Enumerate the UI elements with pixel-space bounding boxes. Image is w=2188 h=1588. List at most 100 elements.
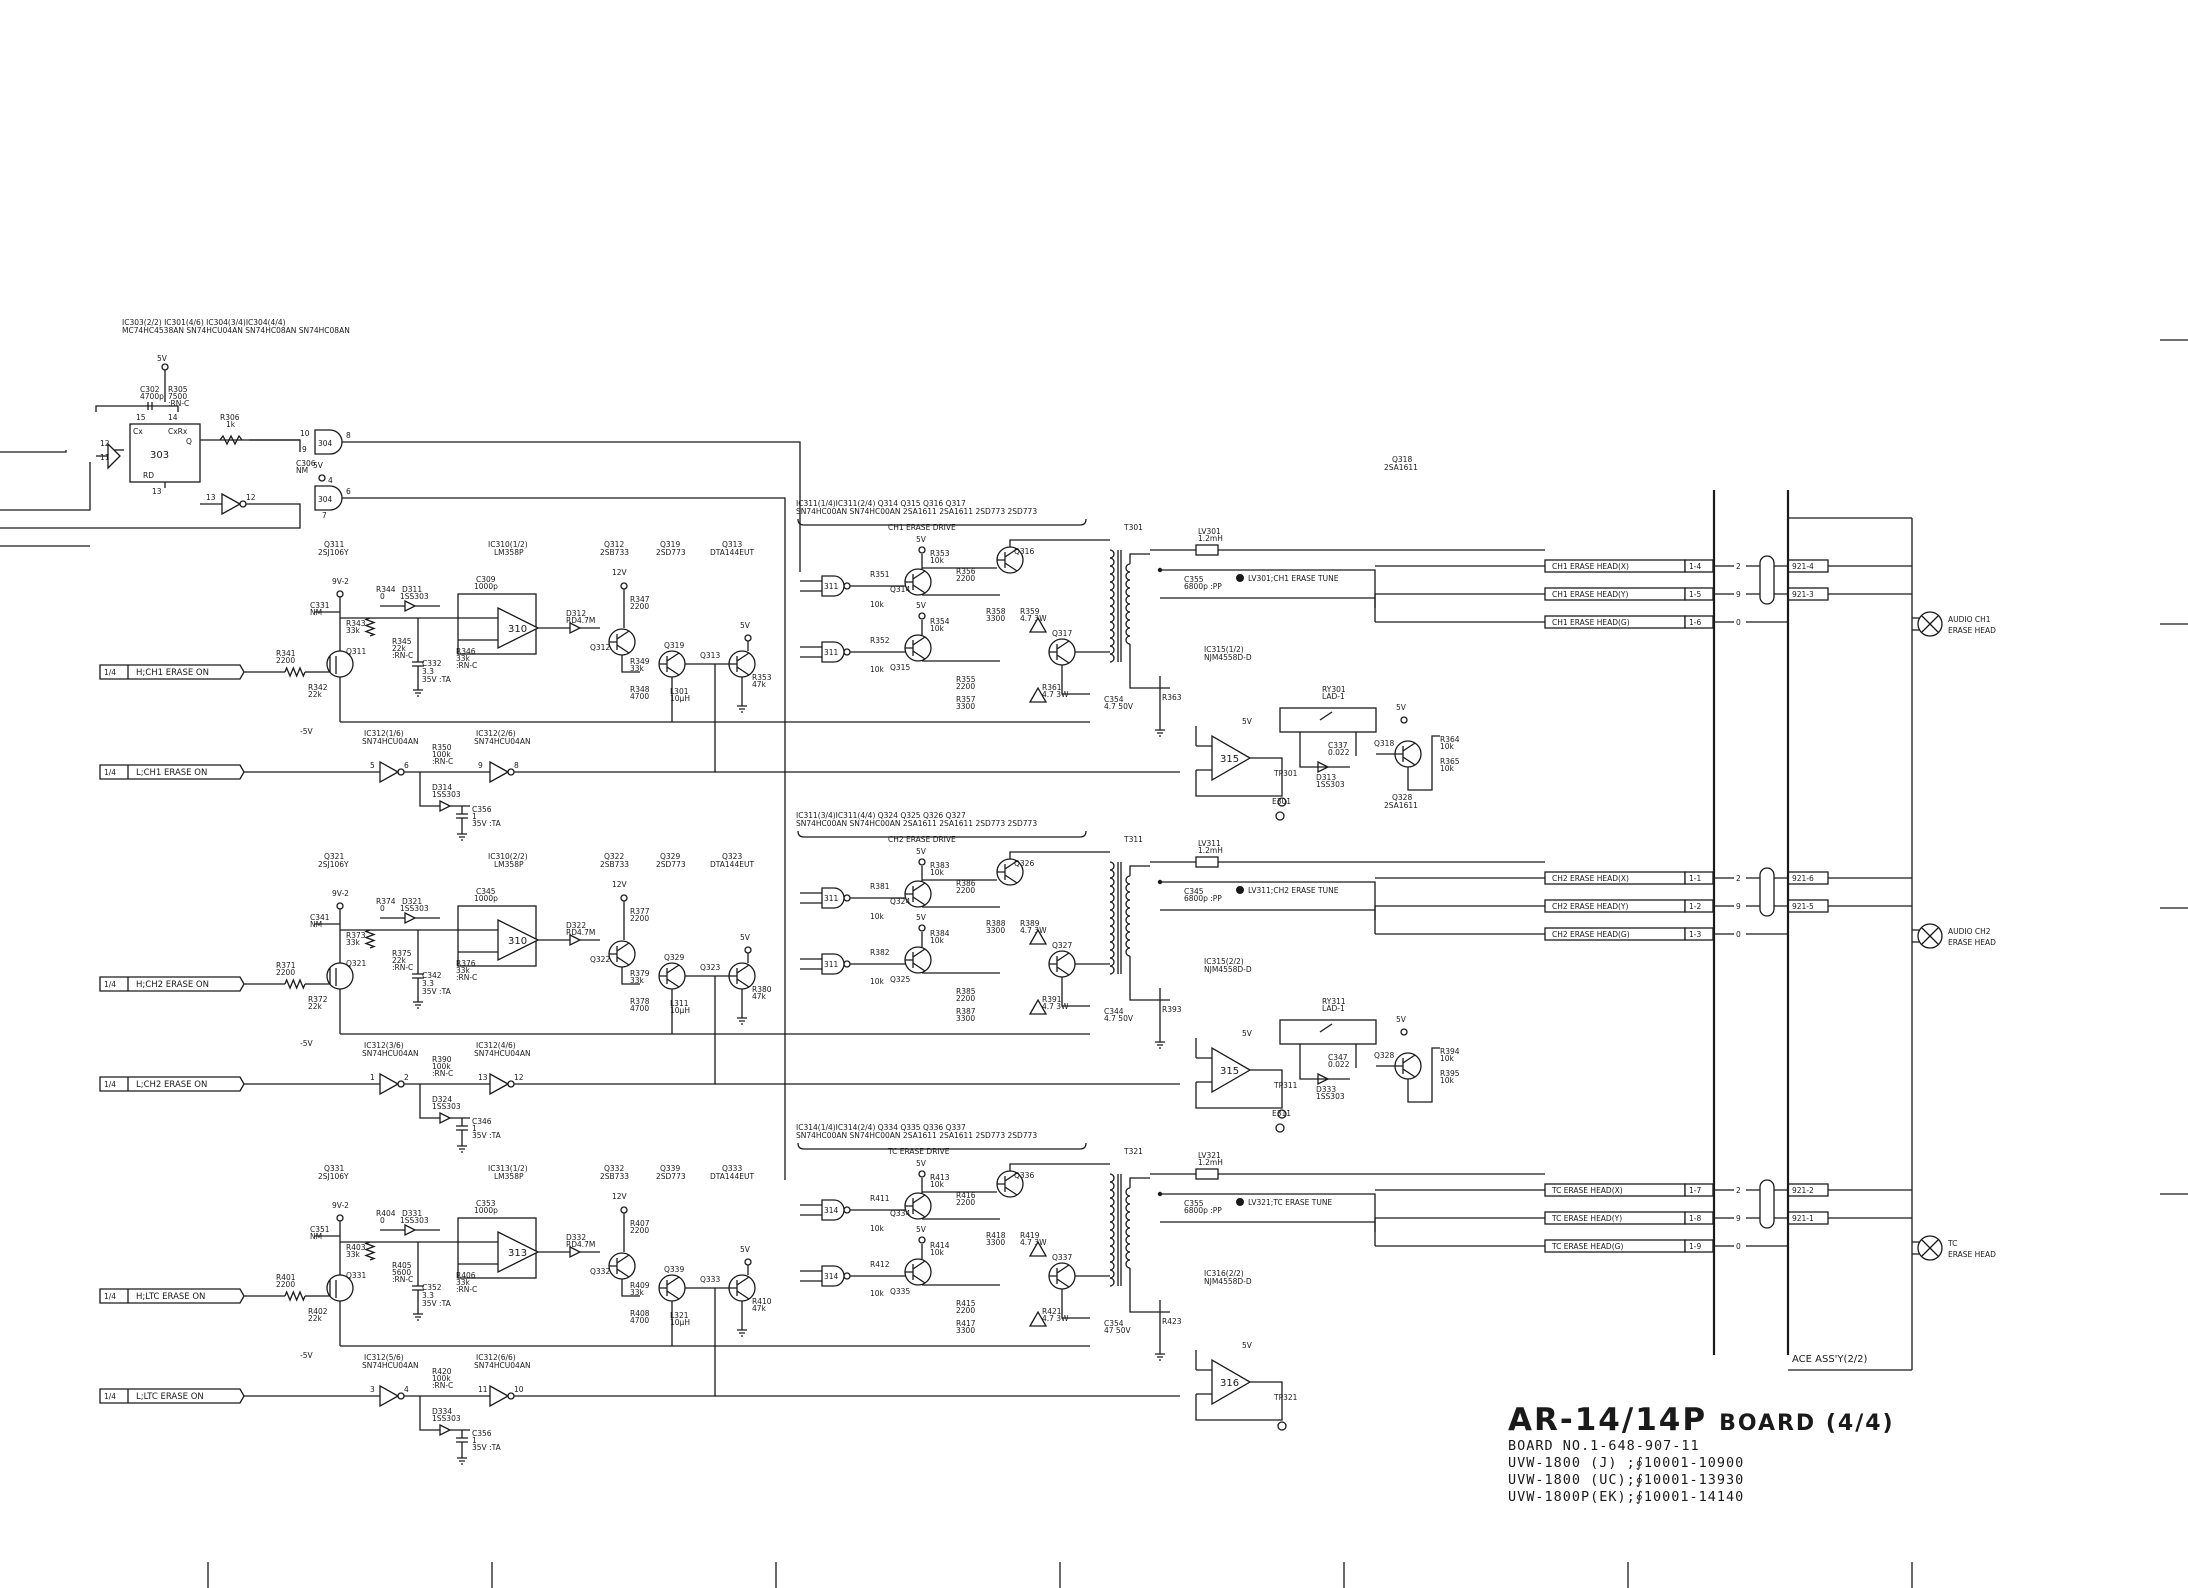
r-dr4-val: 10k	[930, 624, 945, 633]
ic-det-label: 315	[1220, 1066, 1239, 1077]
c-lv-ref: C355	[1184, 1199, 1204, 1208]
c-in-ref: C341	[310, 913, 330, 922]
input-label-h: H;CH1 ERASE ON	[136, 668, 209, 678]
cx-pin: Cx	[133, 427, 143, 436]
supply-5v-det: 5V	[1242, 1029, 1253, 1038]
c-rl-val: 0.022	[1328, 1060, 1350, 1069]
q-in-type: 2SJ106Y	[318, 860, 349, 869]
inverter-2	[489, 1072, 510, 1096]
output-num-2: 0	[1736, 930, 1741, 939]
r-dr2-ref: R382	[870, 948, 890, 957]
model-line-ek: UVW-1800P(EK);∮10001-14140	[1508, 1489, 1745, 1505]
r-fb-ref: R406	[456, 1271, 476, 1280]
supply-5v-dr-1: 5V	[916, 535, 927, 544]
r-f-val: 4700	[630, 1316, 649, 1325]
ic-header-row1: IC303(2/2) IC301(4/6) IC304(3/4)IC304(4/…	[122, 318, 286, 327]
r-fb-ref: R346	[456, 647, 476, 656]
r-dr10-ref: R391	[1042, 995, 1062, 1004]
ic-det-header: IC315(1/2)	[1204, 645, 1244, 654]
r-dr8-val: 3300	[956, 702, 975, 711]
d-a-ref: D331	[402, 1209, 422, 1218]
r-inv-ref: R420	[432, 1367, 452, 1376]
r-sw1-val: 10k	[1440, 1054, 1455, 1063]
c-inv-ref: C356	[472, 1429, 492, 1438]
output-label-2: CH1 ERASE HEAD(G)	[1552, 618, 1630, 627]
assembly-label: ACE ASS'Y(2/2)	[1792, 1354, 1868, 1365]
c-b-type: 35V :TA	[422, 675, 452, 684]
zener-b	[569, 621, 582, 635]
pin12: 12	[100, 439, 110, 448]
d-inv-ref: D324	[432, 1095, 452, 1104]
input-label-l: L;LTC ERASE ON	[136, 1392, 204, 1402]
inv1-type: SN74HCU04AN	[362, 1049, 419, 1058]
r-c-type: :RN-C	[392, 1275, 413, 1284]
drive-header-2: SN74HC00AN SN74HC00AN 2SA1611 2SA1611 2S…	[796, 819, 1037, 828]
output-num-1: 9	[1736, 590, 1741, 599]
q-in-symbol-label: Q321	[346, 959, 366, 968]
c-rl-ref: C337	[1328, 741, 1348, 750]
page-ref-l: 1/4	[104, 1080, 116, 1089]
supply-vm5: -5V	[300, 1351, 313, 1360]
ic-det-type: NJM4558D-D	[1204, 653, 1252, 662]
supply-9v: 9V-2	[332, 889, 349, 898]
qb-type: 2SD773	[656, 860, 686, 869]
q-in-symbol-label: Q311	[346, 647, 366, 656]
q-dr1-label: Q314	[890, 585, 910, 594]
inverter-2	[489, 760, 510, 784]
qa-symbol-label: Q312	[590, 643, 610, 652]
output-num-2: 0	[1736, 1242, 1741, 1251]
relay-box	[1279, 707, 1377, 733]
e-point-label: E301	[1272, 797, 1291, 806]
drive-header-2: SN74HC00AN SN74HC00AN 2SA1611 2SA1611 2S…	[796, 507, 1037, 516]
output-num-0: 2	[1736, 874, 1741, 883]
r-d-val: 2200	[630, 602, 649, 611]
inv1-header: IC312(1/6)	[364, 729, 404, 738]
page-ref-l: 1/4	[104, 768, 116, 777]
c-lv-ref: C345	[1184, 887, 1204, 896]
r-a-val: 33k	[346, 1250, 361, 1259]
r-dr4-val: 10k	[930, 936, 945, 945]
r-dr6-ref: R418	[986, 1231, 1006, 1240]
r-a-ref: R343	[346, 619, 366, 628]
r-a-ref: R373	[346, 931, 366, 940]
drive-header-1: IC311(3/4)IC311(4/4) Q324 Q325 Q326 Q327	[796, 811, 966, 820]
output-conn-0: 921-2	[1792, 1186, 1814, 1195]
r-e-ref: R409	[630, 1281, 650, 1290]
board-title-main: AR-14/14P	[1508, 1402, 1708, 1438]
warning-icon	[1028, 686, 1048, 703]
r-dr8-val: 3300	[956, 1326, 975, 1335]
head-label-2: ERASE HEAD	[1948, 626, 1996, 635]
tp-label: TP301	[1273, 769, 1298, 778]
c-inv-val: 1	[472, 812, 477, 821]
r-dr4-ref: R414	[930, 1241, 950, 1250]
d-a-val: 1SS303	[400, 904, 429, 913]
pin6: 6	[346, 487, 351, 496]
c-b-val: 3.3	[422, 1291, 434, 1300]
c-dr-val: 4.7 50V	[1104, 1014, 1134, 1023]
qc-type: DTA144EUT	[710, 860, 754, 869]
r-dr7-ref: R415	[956, 1299, 976, 1308]
d-b-val: RD4.7M	[566, 616, 595, 625]
q-dr3-label: Q326	[1014, 859, 1034, 868]
input-label-l: L;CH1 ERASE ON	[136, 768, 207, 778]
qa-ref: Q312	[604, 540, 624, 549]
inv2-pin-out: 12	[514, 1073, 524, 1082]
r-dr3-ref: R353	[930, 549, 950, 558]
r-f-ref: R408	[630, 1309, 650, 1318]
r-dr4-ref: R384	[930, 929, 950, 938]
d-b-ref: D322	[566, 921, 586, 930]
and-gate-304a	[314, 429, 343, 455]
opamp-type: LM358P	[494, 1172, 524, 1181]
inverter-1	[379, 1384, 400, 1408]
d-inv-val: 1SS303	[432, 790, 461, 799]
supply-5v-det: 5V	[1242, 1341, 1253, 1350]
r-inv-type: :RN-C	[432, 757, 453, 766]
input-connector-h	[99, 976, 245, 992]
qa-type: 2SB733	[600, 1172, 629, 1181]
output-conn-1: 921-5	[1792, 902, 1814, 911]
r-f-val: 4700	[630, 692, 649, 701]
qc-type: DTA144EUT	[710, 548, 754, 557]
c-b-ref: C332	[422, 659, 442, 668]
input-connector-l	[99, 1388, 245, 1404]
pin15: 15	[136, 413, 146, 422]
